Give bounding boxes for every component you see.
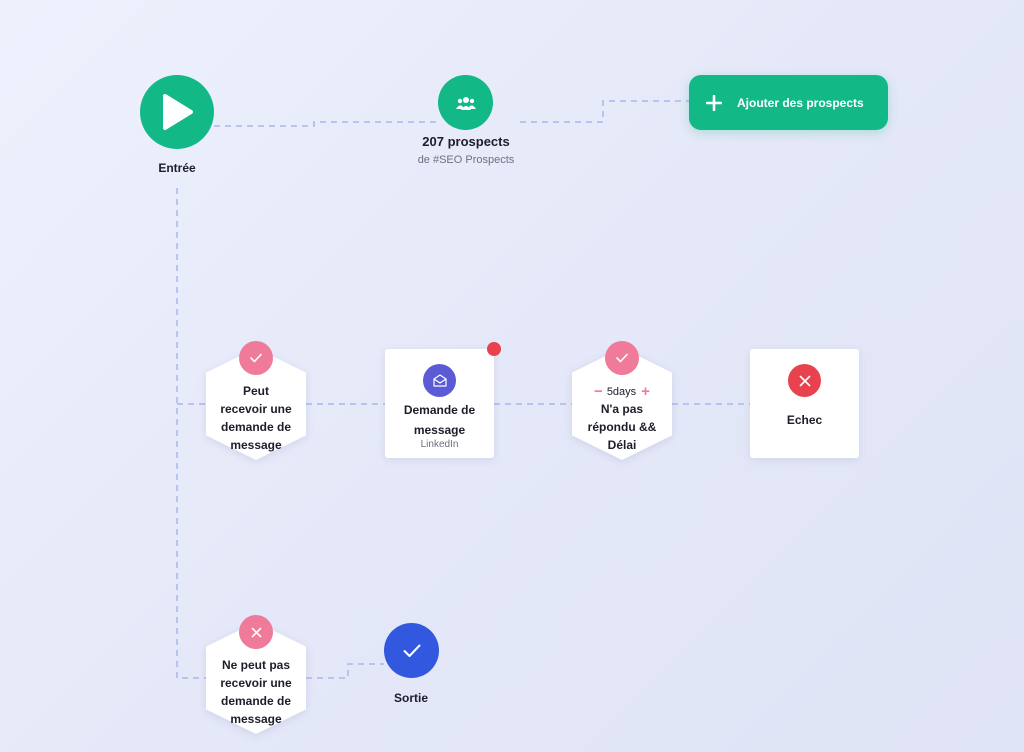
close-icon xyxy=(799,375,810,386)
close-icon xyxy=(251,627,261,637)
plus-icon xyxy=(706,94,722,111)
delay-stepper: − 5days + xyxy=(572,383,672,400)
check-icon xyxy=(403,644,420,657)
condition-line: recevoir une xyxy=(220,402,292,416)
exit-node[interactable] xyxy=(384,623,439,678)
message-request-title-line: Demande de xyxy=(403,403,476,417)
condition-line: message xyxy=(230,712,282,726)
entry-play-button[interactable] xyxy=(140,75,214,149)
condition-line: message xyxy=(230,438,282,452)
condition-line: N'a pas xyxy=(600,402,644,416)
check-icon xyxy=(616,353,628,363)
add-prospects-label: Ajouter des prospects xyxy=(737,95,864,110)
delay-value: 5days xyxy=(606,385,637,398)
message-request-card[interactable]: Demande de message LinkedIn xyxy=(385,349,494,458)
failure-icon-circle xyxy=(788,364,821,397)
check-icon xyxy=(250,353,262,363)
condition-line: Délai xyxy=(607,438,637,452)
exit-label: Sortie xyxy=(393,691,428,705)
message-request-channel: LinkedIn xyxy=(420,439,459,450)
message-request-title: Demande de message xyxy=(385,400,494,440)
failure-card[interactable]: Echec xyxy=(750,349,859,458)
envelope-open-icon xyxy=(432,374,447,387)
condition-line: demande de xyxy=(220,694,292,708)
decrease-delay-button[interactable]: − xyxy=(594,383,603,400)
users-icon xyxy=(455,96,476,110)
delay-check-badge xyxy=(605,341,639,375)
condition-check-badge xyxy=(239,341,273,375)
message-icon-circle xyxy=(423,364,456,397)
prospects-source: de #SEO Prospects xyxy=(417,154,515,166)
play-icon xyxy=(163,94,193,130)
increase-delay-button[interactable]: + xyxy=(641,383,650,400)
entry-label: Entrée xyxy=(158,161,196,175)
prospects-count: 207 prospects xyxy=(422,134,510,149)
condition-line: Peut xyxy=(242,384,269,398)
failure-label: Echec xyxy=(786,413,823,427)
message-request-title-line: message xyxy=(413,423,466,437)
condition-cross-badge xyxy=(239,615,273,649)
notification-dot xyxy=(487,342,501,356)
prospects-node[interactable] xyxy=(438,75,493,130)
condition-line: recevoir une xyxy=(220,676,292,690)
condition-line: Ne peut pas xyxy=(221,658,290,672)
condition-line: demande de xyxy=(220,420,292,434)
condition-line: répondu && xyxy=(587,420,657,434)
add-prospects-button[interactable]: Ajouter des prospects xyxy=(689,75,888,130)
